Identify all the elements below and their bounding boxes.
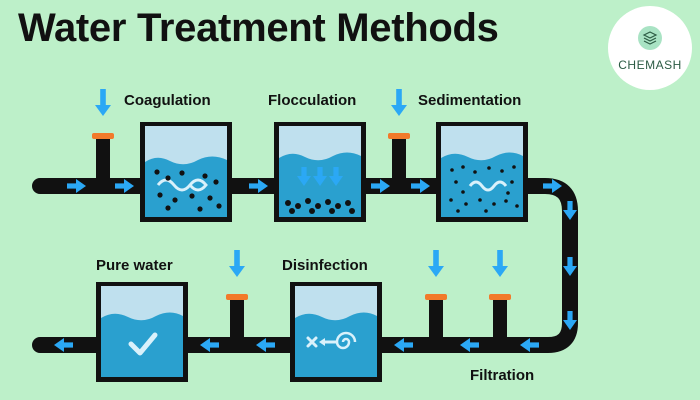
label-filtration: Filtration [470,367,535,384]
tank-flocculation [274,122,366,222]
label-coagulation: Coagulation [124,92,211,109]
chemash-logo: CHEMASH [608,6,692,90]
page-title: Water Treatment Methods [18,6,499,50]
tank-coagulation [140,122,232,222]
label-flocculation: Flocculation [268,92,357,109]
label-disinfection: Disinfection [282,257,368,274]
label-pure-water: Pure water [96,257,173,274]
valve-4 [425,250,447,342]
layers-icon [638,26,662,50]
label-sedimentation: Sedimentation [418,92,522,109]
valve-1 [92,89,114,182]
valve-5 [489,250,511,342]
tank-pure-water [96,282,188,382]
valve-2 [388,89,410,182]
logo-name: CHEMASH [618,58,682,72]
tank-disinfection [290,282,382,382]
tank-sedimentation [436,122,528,222]
check-icon [128,332,158,356]
valve-3 [226,250,248,342]
